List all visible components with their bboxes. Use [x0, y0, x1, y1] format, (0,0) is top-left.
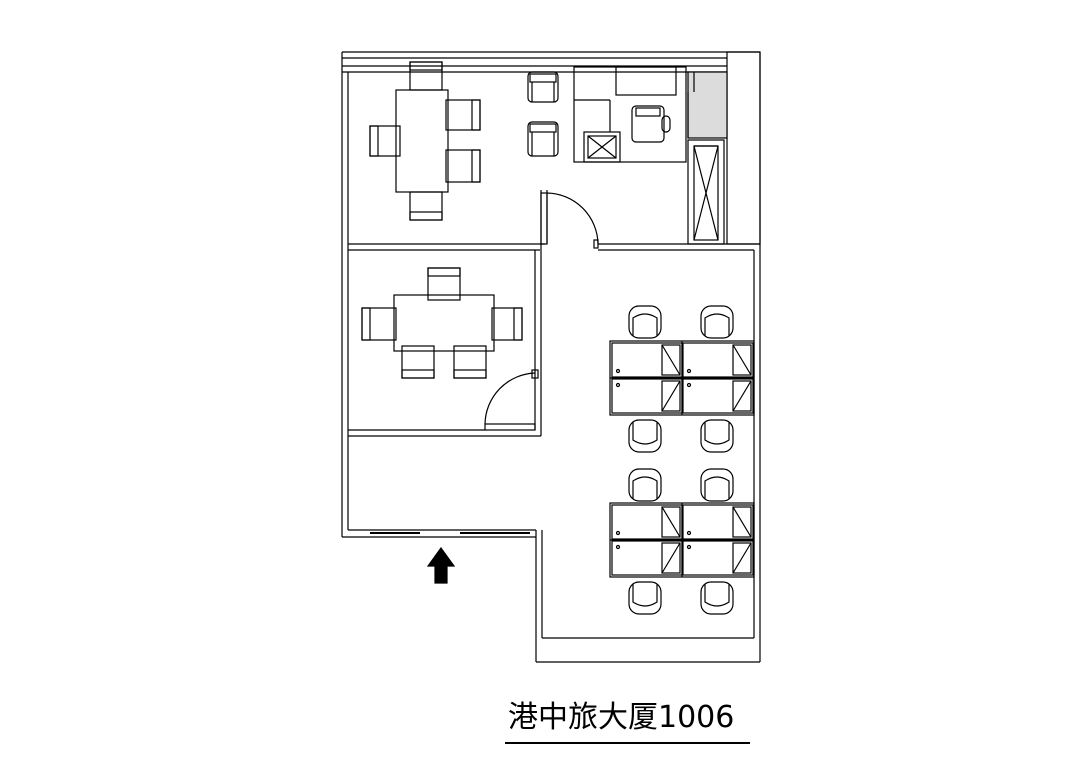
desk-icon: [611, 378, 683, 414]
chair-icon: [427, 267, 461, 301]
chair-icon: [409, 61, 443, 91]
manager-desk: [573, 66, 687, 163]
chair-icon: [631, 105, 671, 143]
desk-icon: [682, 342, 754, 378]
workstation-group: [609, 305, 755, 615]
desk-icon: [611, 540, 683, 576]
title-underline: [505, 742, 750, 744]
armchair-icon: [628, 581, 662, 615]
armchair-icon: [628, 468, 662, 502]
desk-icon: [682, 540, 754, 576]
desk-icon: [611, 504, 683, 540]
chair-icon: [445, 149, 481, 183]
armchair-icon: [700, 581, 734, 615]
conference-table-middle: [361, 267, 523, 379]
armchair-icon: [628, 305, 662, 339]
armchair-icon: [700, 468, 734, 502]
armchair-icon: [700, 305, 734, 339]
conference-table-top: [369, 61, 481, 221]
outer-walls: [341, 51, 761, 663]
armchair-icon: [527, 71, 559, 103]
up-arrow-icon: [426, 546, 456, 584]
plan-title: 港中旅大厦1006: [508, 700, 735, 735]
chair-icon: [401, 345, 435, 379]
armchair-icon: [700, 419, 734, 453]
chair-icon: [361, 307, 397, 341]
chair-icon: [453, 345, 487, 379]
floor-plan: [341, 51, 761, 663]
desk-icon: [682, 504, 754, 540]
door-swing-icon: [484, 369, 539, 431]
partitions: [348, 190, 760, 437]
cabinet-icon: [687, 139, 725, 245]
desk-icon: [611, 342, 683, 378]
chair-icon: [445, 99, 481, 131]
desk-icon: [682, 378, 754, 414]
door-swing-icon: [540, 192, 599, 249]
chair-icon: [409, 191, 443, 221]
armchair-icon: [628, 419, 662, 453]
chair-icon: [491, 307, 523, 341]
chair-icon: [369, 125, 401, 157]
armchair-icon: [527, 121, 559, 157]
